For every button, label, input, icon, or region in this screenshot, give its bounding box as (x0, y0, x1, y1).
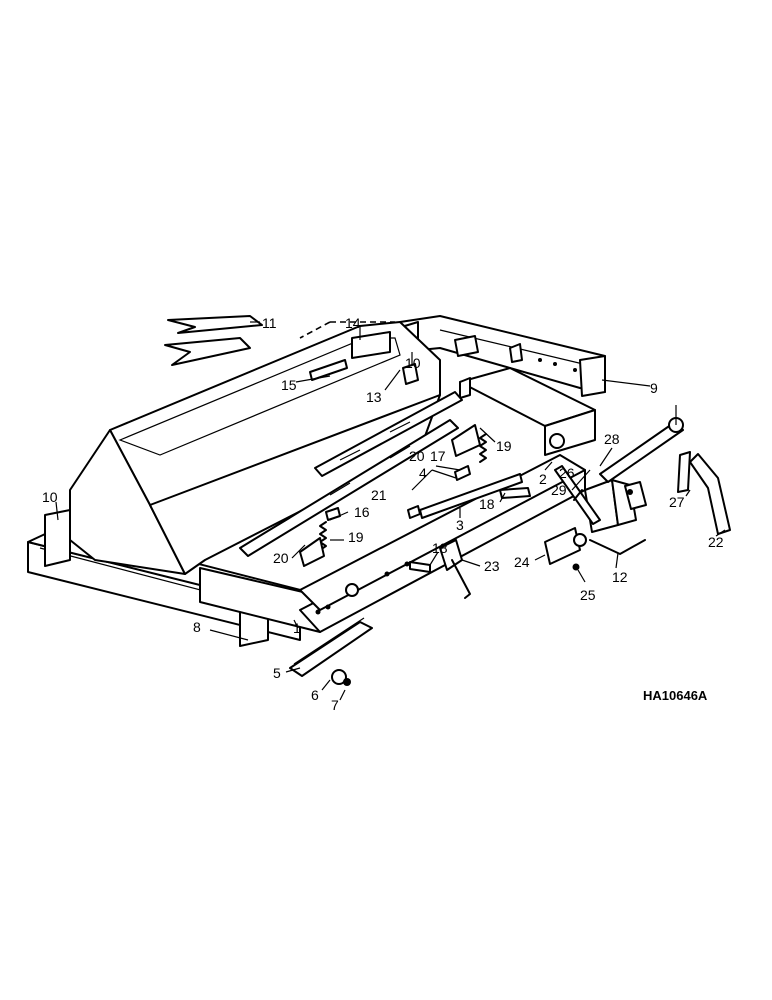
callout-label: 19 (348, 529, 364, 545)
wheel-axle (289, 617, 373, 686)
hitch-assembly (554, 417, 731, 555)
callout-label: 23 (484, 558, 500, 574)
callout-label: 19 (496, 438, 512, 454)
callout-label: 10 (42, 489, 58, 505)
bracket-24 (544, 527, 587, 571)
callout-label: 29 (551, 482, 567, 498)
callout-label: 26 (559, 465, 575, 481)
callout-label: 25 (580, 587, 596, 603)
callout-label: 22 (708, 534, 724, 550)
callout-label: 9 (650, 380, 658, 396)
leader-lines (55, 321, 726, 701)
callout-label: 5 (273, 665, 281, 681)
callout-label: 18 (479, 496, 495, 512)
callout-label: 7 (331, 697, 339, 713)
callout-label: 3 (456, 517, 464, 533)
callout-label: 27 (669, 494, 685, 510)
callout-label: 28 (604, 431, 620, 447)
callout-label: 11 (262, 315, 277, 331)
callout-label: 20 (273, 550, 289, 566)
shaft (419, 473, 523, 519)
callout-label: 18 (432, 540, 448, 556)
small-parts (309, 331, 419, 385)
callout-label: 21 (371, 487, 387, 503)
callout-label: 12 (612, 569, 628, 585)
figure-id: HA10646A (643, 688, 708, 703)
hopper-tank (69, 321, 441, 575)
callout-label: 24 (514, 554, 530, 570)
callout-label: 8 (193, 619, 201, 635)
feed-shafts (239, 391, 463, 557)
callout-label: 4 (419, 465, 427, 481)
callout-label: 10 (405, 355, 421, 371)
callout-label: 16 (354, 504, 370, 520)
callout-label: 1 (293, 620, 301, 636)
decal-strips (164, 315, 263, 366)
callout-label: 2 (539, 471, 547, 487)
callout-label: 17 (430, 448, 446, 464)
callout-label: 6 (311, 687, 319, 703)
callout-labels: 11 14 10 15 13 9 28 19 17 20 4 26 2 29 2… (42, 315, 724, 713)
callout-label: 14 (345, 315, 361, 331)
callout-label: 13 (366, 389, 382, 405)
frame-right-member (459, 367, 596, 456)
springs (299, 424, 487, 567)
callout-label: 15 (281, 377, 297, 393)
callout-label: 20 (409, 448, 425, 464)
bracket-23 (439, 539, 471, 599)
